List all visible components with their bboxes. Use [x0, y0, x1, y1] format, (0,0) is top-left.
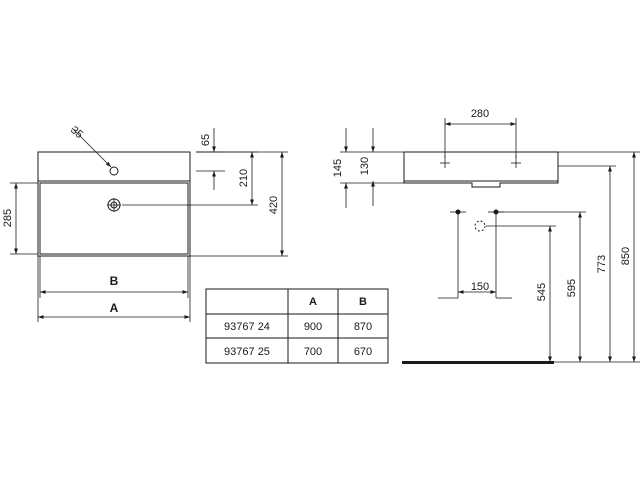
table-row-2-A: 700 — [304, 346, 322, 358]
dim-145-label: 145 — [332, 159, 344, 177]
dim-130-label: 130 — [359, 157, 371, 175]
basin-side-outline — [404, 152, 558, 187]
table-row-1-A: 900 — [304, 321, 322, 333]
dim-B-label: B — [110, 274, 119, 288]
dim-773-label: 773 — [596, 255, 608, 273]
dimensions-table: A B 93767 24 900 870 93767 25 700 670 — [206, 289, 388, 363]
dim-850-label: 850 — [620, 247, 632, 265]
dim-65-label: 65 — [200, 134, 212, 146]
basin-outline-inner — [40, 183, 188, 254]
dim-150-label: 150 — [471, 281, 489, 293]
dim-420-label: 420 — [268, 196, 280, 214]
table-row-1-B: 870 — [354, 321, 372, 333]
dim-545-label: 545 — [536, 283, 548, 301]
table-header-A: A — [309, 296, 317, 308]
tap-hole-leader — [72, 128, 111, 167]
side-view: 280 145 130 150 545 595 773 — [332, 108, 640, 364]
dim-A-label: A — [110, 301, 119, 315]
table-row-1-code: 93767 24 — [224, 321, 270, 333]
table-header-B: B — [359, 296, 367, 308]
floor-line — [402, 361, 554, 364]
trap-outlet — [475, 221, 485, 231]
tap-hole — [110, 167, 118, 175]
dim-285-label: 285 — [2, 209, 14, 227]
basin-outline-outer — [38, 152, 190, 256]
table-row-2-code: 93767 25 — [224, 346, 270, 358]
dim-595-label: 595 — [566, 279, 578, 297]
dim-280-label: 280 — [471, 108, 489, 120]
dim-210-label: 210 — [238, 169, 250, 187]
table-row-2-B: 670 — [354, 346, 372, 358]
top-view: 35 65 210 420 285 B A — [2, 124, 288, 322]
